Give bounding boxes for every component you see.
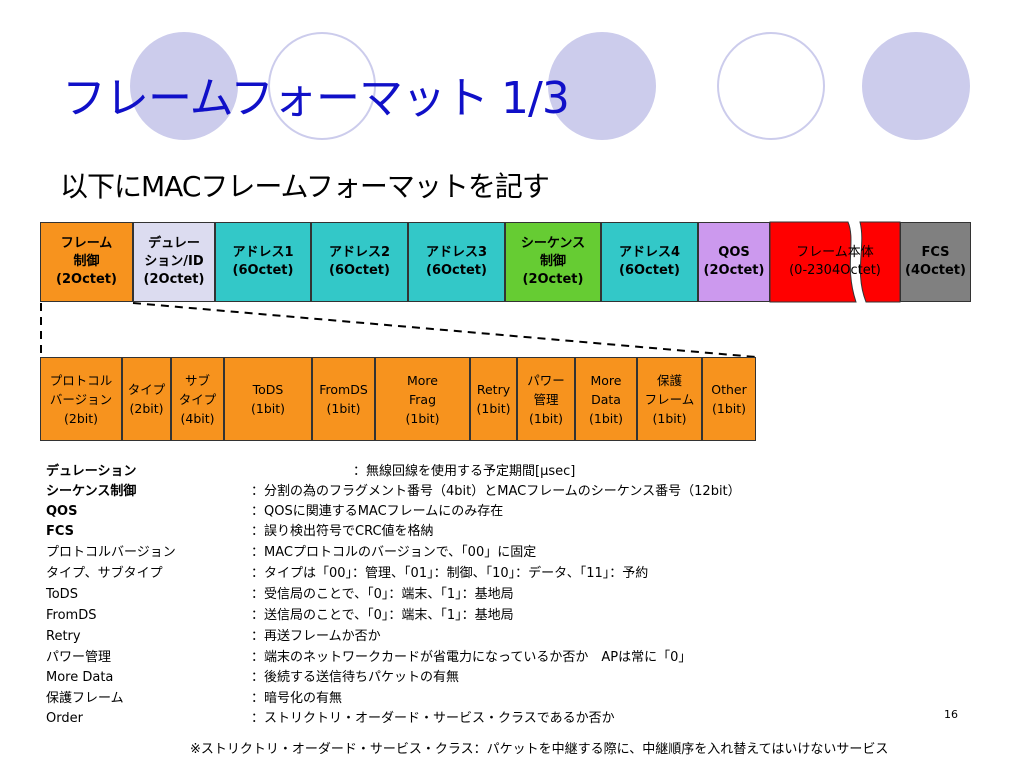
definition-desc: ：無線回線を使用する予定期間[μsec] bbox=[353, 464, 576, 479]
field-frame-control: フレーム 制御 (2Octet) bbox=[40, 222, 133, 302]
definition-desc: ：MACプロトコルのバージョンで、「00」に固定 bbox=[251, 545, 537, 560]
definition-term: 保護フレーム bbox=[46, 691, 124, 706]
definition-term: QOS bbox=[46, 504, 78, 519]
definition-term: Retry bbox=[46, 629, 81, 644]
field-address-3: アドレス3 (6Octet) bbox=[408, 222, 505, 302]
subfield-more-frag: More Frag (1bit) bbox=[375, 357, 470, 441]
subfield-retry: Retry (1bit) bbox=[470, 357, 517, 441]
footnote: ※ストリクトリ・オーダード・サービス・クラス：パケットを中継する際に、中継順序を… bbox=[190, 742, 889, 757]
definition-desc: ：再送フレームか否か bbox=[251, 629, 381, 644]
slide-title: フレームフォーマット 1/3 bbox=[62, 73, 570, 124]
decor-circle-2 bbox=[268, 32, 376, 140]
frame-body-shape bbox=[769, 221, 901, 303]
subfield-power-management: パワー 管理 (1bit) bbox=[517, 357, 575, 441]
definition-desc: ：誤り検出符号でCRC値を格納 bbox=[251, 524, 434, 539]
definition-term: パワー管理 bbox=[46, 650, 112, 665]
definition-desc: ：後続する送信待ちパケットの有無 bbox=[251, 670, 460, 685]
decor-circle-5 bbox=[862, 32, 970, 140]
subfield-order: Other (1bit) bbox=[702, 357, 756, 441]
field-duration-id: デュレー ション/ID (2Octet) bbox=[133, 222, 215, 302]
subfield-tods: ToDS (1bit) bbox=[224, 357, 312, 441]
definition-term: タイプ、サブタイプ bbox=[46, 566, 163, 581]
slide-subtitle: 以下にMACフレームフォーマットを記す bbox=[60, 170, 550, 203]
decor-circle-1 bbox=[130, 32, 238, 140]
definition-term: プロトコルバージョン bbox=[46, 545, 176, 560]
definition-desc: ：分割の為のフラグメント番号（4bit）とMACフレームのシーケンス番号（12b… bbox=[251, 484, 741, 499]
subfield-more-data: More Data (1bit) bbox=[575, 357, 637, 441]
field-fcs: FCS (4Octet) bbox=[900, 222, 971, 302]
definition-term: FromDS bbox=[46, 608, 97, 623]
definition-desc: ：受信局のことで、「0」：端末、「1」：基地局 bbox=[251, 587, 514, 602]
subfield-protected-frame: 保護 フレーム (1bit) bbox=[637, 357, 702, 441]
definition-term: FCS bbox=[46, 524, 75, 539]
field-frame-body: フレーム本体 (0-2304Octet) bbox=[789, 245, 881, 278]
field-sequence-control: シーケンス 制御 (2Octet) bbox=[505, 222, 601, 302]
definition-desc: ：タイプは「00」：管理、「01」：制御、「10」：データ、「11」：予約 bbox=[251, 566, 649, 581]
subfield-fromds: FromDS (1bit) bbox=[312, 357, 375, 441]
field-qos: QOS (2Octet) bbox=[698, 222, 770, 302]
subfield-type: タイプ (2bit) bbox=[122, 357, 171, 441]
field-address-2: アドレス2 (6Octet) bbox=[311, 222, 408, 302]
definition-desc: ：QOSに関連するMACフレームにのみ存在 bbox=[251, 504, 504, 519]
definition-term: Order bbox=[46, 711, 83, 726]
decor-circle-3 bbox=[548, 32, 656, 140]
definition-desc: ：暗号化の有無 bbox=[251, 691, 343, 706]
definition-desc: ：端末のネットワークカードが省電力になっているか否か APは常に「0」 bbox=[251, 650, 692, 665]
field-address-4: アドレス4 (6Octet) bbox=[601, 222, 698, 302]
definition-term: シーケンス制御 bbox=[46, 484, 137, 499]
definition-desc: ：送信局のことで、「0」：端末、「1」：基地局 bbox=[251, 608, 514, 623]
subfield-subtype: サブ タイプ (4bit) bbox=[171, 357, 224, 441]
definition-term: ToDS bbox=[46, 587, 78, 602]
definition-term: More Data bbox=[46, 670, 114, 685]
definition-term: デュレーション bbox=[46, 464, 137, 479]
subfield-protocol-version: プロトコル バージョン (2bit) bbox=[40, 357, 122, 441]
decor-circle-4 bbox=[717, 32, 825, 140]
definition-desc: ：ストリクトリ・オーダード・サービス・クラスであるか否か bbox=[251, 711, 615, 726]
field-address-1: アドレス1 (6Octet) bbox=[215, 222, 311, 302]
page-number: 16 bbox=[944, 708, 958, 721]
